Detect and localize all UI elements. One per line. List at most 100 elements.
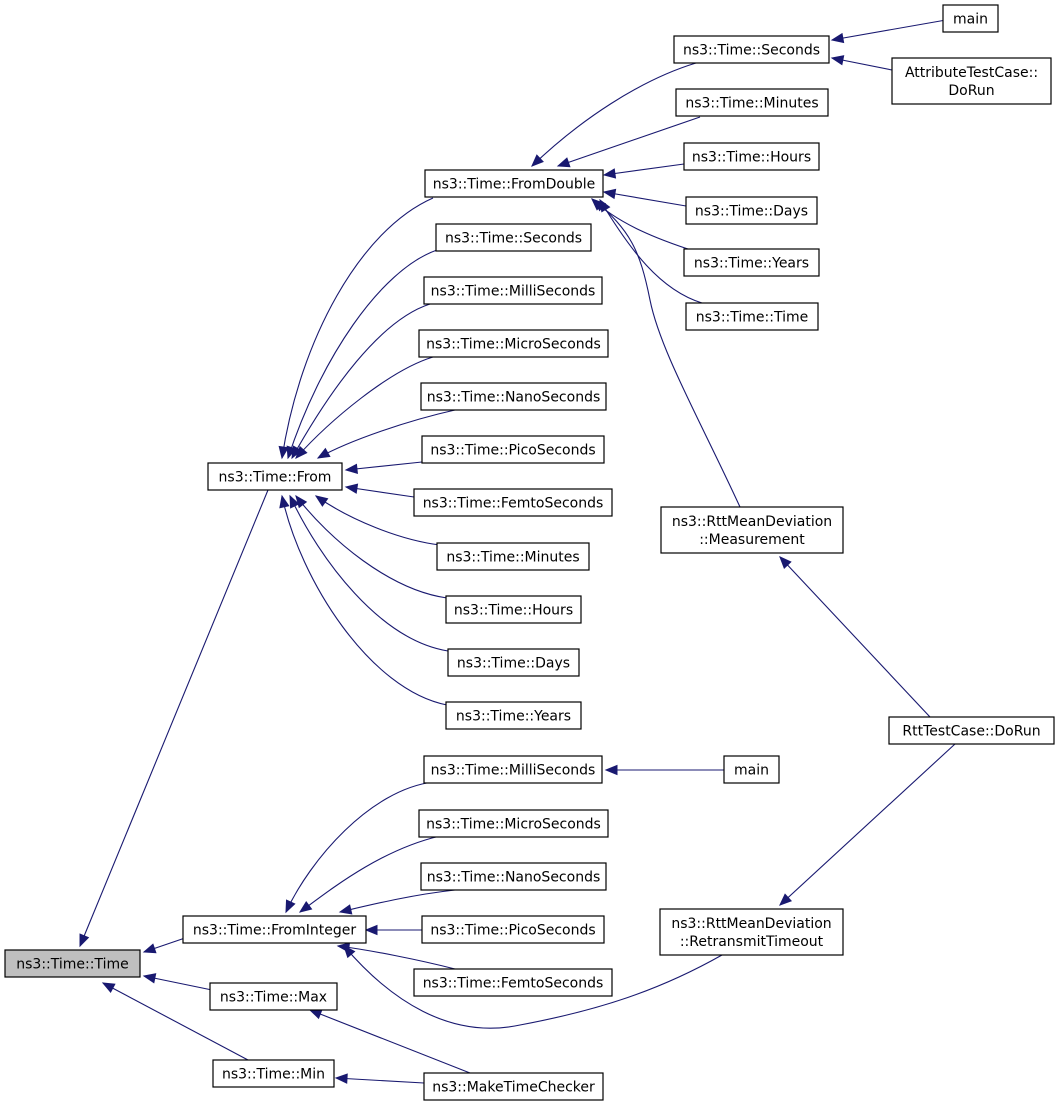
node-rtt-measure[interactable]: ns3::RttMeanDeviation::Measurement bbox=[660, 506, 844, 554]
arrowhead bbox=[344, 463, 358, 475]
node-time-time[interactable]: ns3::Time::Time bbox=[4, 949, 141, 978]
edge-line bbox=[281, 495, 448, 706]
node-from[interactable]: ns3::Time::From bbox=[207, 462, 343, 491]
node-from-integer[interactable]: ns3::Time::FromInteger bbox=[182, 915, 367, 944]
edge-from_nano-to-from bbox=[316, 409, 456, 459]
edge-fi_femto-to-from_integer bbox=[336, 942, 456, 970]
edge-line bbox=[295, 356, 434, 459]
node-box bbox=[445, 595, 582, 624]
node-label: ns3::RttMeanDeviation bbox=[672, 514, 832, 530]
node-label: ns3::Time::From bbox=[219, 470, 332, 486]
arrowhead bbox=[344, 483, 359, 494]
arrowhead bbox=[604, 764, 618, 776]
edge-min-to-time_time bbox=[101, 982, 249, 1061]
edge-line bbox=[102, 982, 249, 1061]
edge-make_checker-to-min bbox=[334, 1073, 425, 1084]
node-rtt-retx[interactable]: ns3::RttMeanDeviation::RetransmitTimeout bbox=[659, 908, 844, 956]
node-label: ns3::Time::Seconds bbox=[445, 231, 582, 247]
node-label: ns3::Time::Years bbox=[694, 256, 809, 272]
node-from-seconds[interactable]: ns3::Time::Seconds bbox=[435, 223, 592, 252]
node-label: ns3::Time::FemtoSeconds bbox=[423, 976, 604, 992]
edge-line bbox=[557, 116, 701, 167]
node-main-top[interactable]: main bbox=[942, 4, 999, 33]
edge-from_femto-to-from bbox=[344, 483, 415, 498]
node-box bbox=[212, 1059, 335, 1088]
edge-fd_days-to-from_double bbox=[602, 188, 687, 207]
node-min[interactable]: ns3::Time::Min bbox=[212, 1059, 335, 1088]
node-fd-days[interactable]: ns3::Time::Days bbox=[685, 196, 818, 225]
node-from-milli[interactable]: ns3::Time::MilliSeconds bbox=[423, 276, 603, 305]
node-label: ns3::Time::Years bbox=[456, 709, 571, 725]
arrowhead bbox=[316, 447, 331, 459]
node-rtt-dorun[interactable]: RttTestCase::DoRun bbox=[888, 716, 1055, 745]
node-label: ns3::Time::Time bbox=[16, 957, 128, 973]
node-label: RttTestCase::DoRun bbox=[902, 724, 1040, 740]
node-label: DoRun bbox=[948, 83, 994, 99]
node-main-mid[interactable]: main bbox=[723, 755, 780, 784]
node-box bbox=[435, 223, 592, 252]
node-box bbox=[723, 755, 780, 784]
edge-line bbox=[315, 495, 441, 546]
node-box bbox=[660, 506, 844, 554]
node-make-checker[interactable]: ns3::MakeTimeChecker bbox=[423, 1072, 604, 1101]
node-label: ns3::Time::Min bbox=[222, 1067, 325, 1083]
node-fi-milli[interactable]: ns3::Time::MilliSeconds bbox=[423, 755, 603, 784]
edge-fd_seconds-to-from_double bbox=[531, 62, 697, 167]
node-label: ns3::Time::Hours bbox=[692, 150, 811, 166]
arrowhead bbox=[779, 893, 793, 906]
arrowhead bbox=[334, 1073, 348, 1084]
arrowhead bbox=[285, 899, 296, 914]
arrowhead bbox=[279, 494, 290, 509]
arrowhead bbox=[338, 904, 353, 915]
node-fd-years[interactable]: ns3::Time::Years bbox=[683, 248, 820, 277]
node-fi-pico[interactable]: ns3::Time::PicoSeconds bbox=[421, 915, 605, 944]
node-from-femto[interactable]: ns3::Time::FemtoSeconds bbox=[413, 488, 613, 517]
node-fd-minutes[interactable]: ns3::Time::Minutes bbox=[675, 88, 829, 117]
node-from-years[interactable]: ns3::Time::Years bbox=[445, 701, 582, 730]
arrowhead bbox=[142, 943, 157, 954]
node-label: ns3::Time::NanoSeconds bbox=[427, 870, 601, 886]
node-box bbox=[207, 462, 343, 491]
edge-from_milli-to-from bbox=[291, 303, 431, 460]
node-fd-hours[interactable]: ns3::Time::Hours bbox=[683, 142, 820, 171]
node-from-hours[interactable]: ns3::Time::Hours bbox=[445, 595, 582, 624]
edge-fi_nano-to-from_integer bbox=[338, 889, 456, 915]
node-fd-seconds[interactable]: ns3::Time::Seconds bbox=[673, 35, 830, 64]
arrowhead bbox=[556, 157, 571, 168]
node-box bbox=[182, 915, 367, 944]
node-fi-micro[interactable]: ns3::Time::MicroSeconds bbox=[418, 809, 609, 838]
node-box bbox=[423, 276, 603, 305]
node-label: ns3::Time::Minutes bbox=[446, 550, 579, 566]
arrowhead bbox=[295, 445, 308, 459]
node-label: ns3::Time::Minutes bbox=[685, 96, 818, 112]
node-fd-time[interactable]: ns3::Time::Time bbox=[685, 302, 819, 331]
node-label: ns3::Time::Max bbox=[220, 990, 327, 1006]
arrowhead bbox=[830, 32, 845, 44]
node-from-minutes[interactable]: ns3::Time::Minutes bbox=[436, 542, 590, 571]
edge-line bbox=[603, 191, 687, 207]
node-attr-dorun[interactable]: AttributeTestCase::DoRun bbox=[891, 57, 1052, 105]
edge-rtt_measure-to-from_double bbox=[592, 199, 741, 508]
node-label: ns3::Time::Days bbox=[695, 204, 808, 220]
node-label: AttributeTestCase:: bbox=[905, 65, 1038, 81]
node-from-nano[interactable]: ns3::Time::NanoSeconds bbox=[420, 382, 607, 411]
arrowhead bbox=[779, 556, 792, 569]
node-fi-femto[interactable]: ns3::Time::FemtoSeconds bbox=[413, 968, 613, 997]
node-from-micro[interactable]: ns3::Time::MicroSeconds bbox=[418, 329, 609, 358]
node-box bbox=[413, 488, 613, 517]
node-label: main bbox=[734, 763, 769, 779]
node-fi-nano[interactable]: ns3::Time::NanoSeconds bbox=[420, 862, 607, 891]
node-box bbox=[4, 949, 141, 978]
node-from-double[interactable]: ns3::Time::FromDouble bbox=[424, 169, 604, 198]
node-max[interactable]: ns3::Time::Max bbox=[209, 982, 338, 1011]
node-box bbox=[685, 196, 818, 225]
node-from-pico[interactable]: ns3::Time::PicoSeconds bbox=[421, 435, 605, 464]
edge-line bbox=[335, 1077, 425, 1084]
node-box bbox=[675, 88, 829, 117]
edge-line bbox=[143, 975, 213, 991]
node-box bbox=[413, 968, 613, 997]
node-label: ns3::Time::MicroSeconds bbox=[426, 817, 601, 833]
node-from-days[interactable]: ns3::Time::Days bbox=[447, 648, 580, 677]
edge-line bbox=[295, 495, 448, 599]
